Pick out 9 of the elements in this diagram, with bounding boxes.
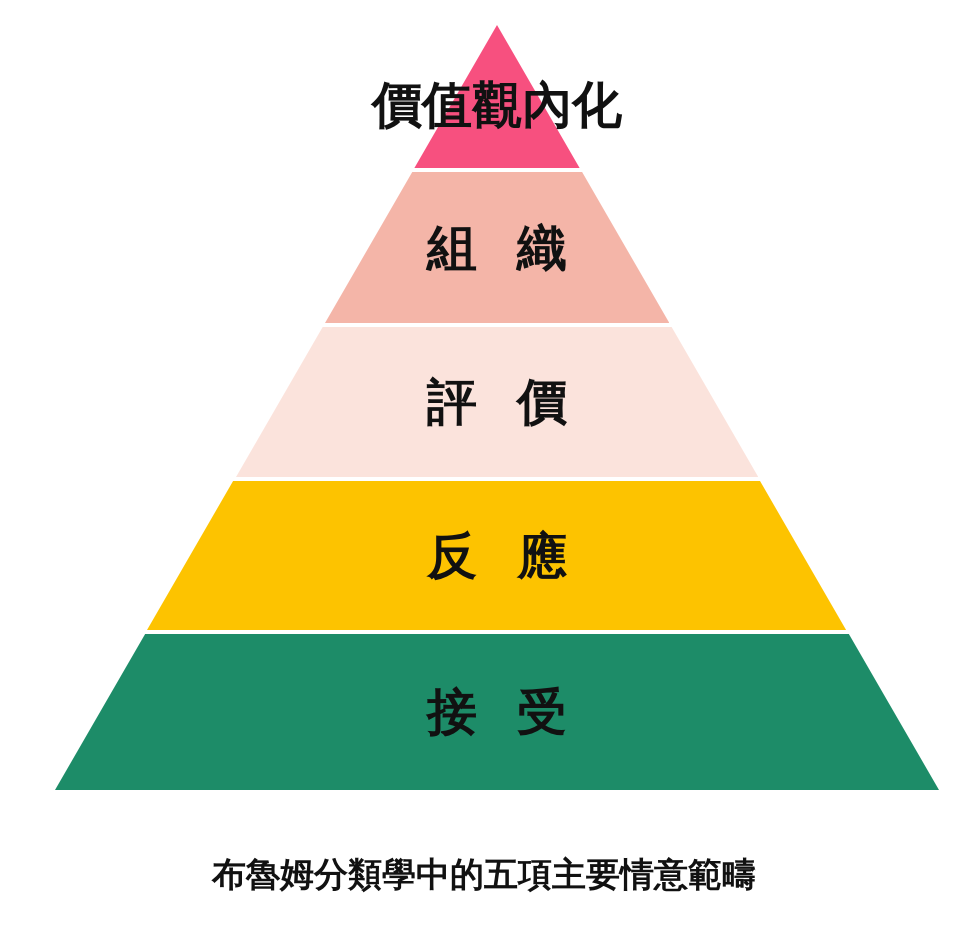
pyramid-tier (55, 634, 939, 790)
tier-label: 接受 (424, 682, 608, 742)
pyramid-tier (147, 481, 847, 630)
pyramid-tier (236, 327, 758, 477)
tier-label: 反應 (426, 526, 608, 586)
pyramid-tier (324, 172, 670, 323)
caption: 布魯姆分類學中的五項主要情意範疇 (210, 854, 757, 897)
tier-label: 組織 (424, 218, 608, 278)
tier-label: 評價 (426, 372, 608, 432)
